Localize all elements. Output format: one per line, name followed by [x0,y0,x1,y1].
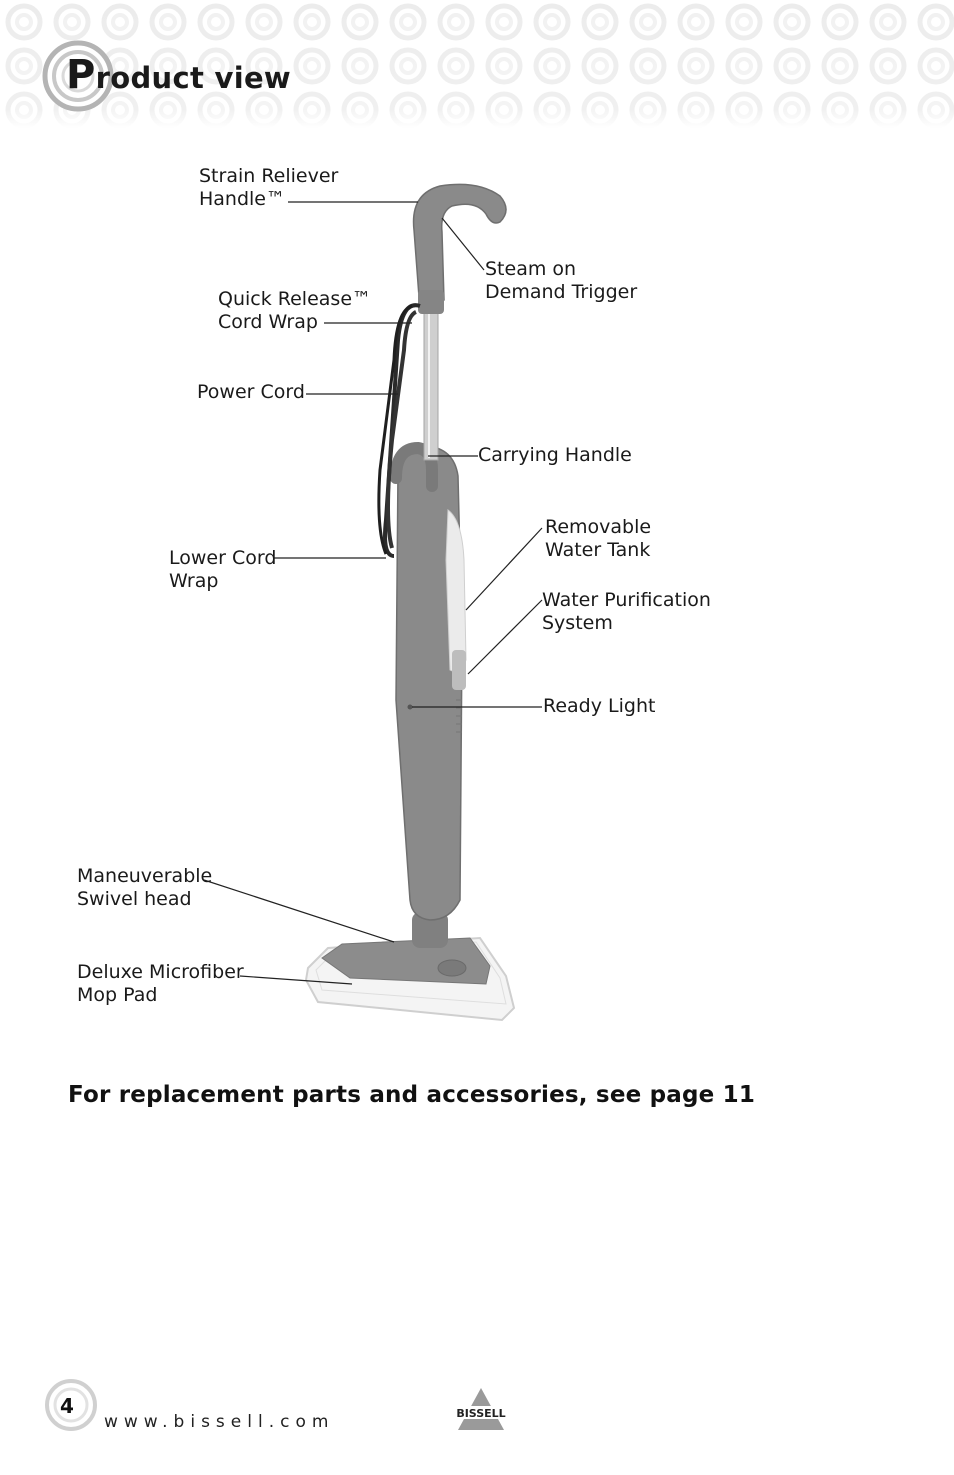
label-deluxe-microfiber-mop-pad: Deluxe Microfiber Mop Pad [77,961,244,1006]
label-steam-on-demand-trigger: Steam on Demand Trigger [485,258,638,303]
page-title: Product view [66,52,291,98]
swivel-joint [412,912,448,948]
website-url: www.bissell.com [104,1412,335,1432]
label-quick-release-cord-wrap: Quick Release™ Cord Wrap [218,288,372,333]
leader-lines [203,201,543,985]
label-maneuverable-swivel-head: Maneuverable Swivel head [77,865,213,910]
header-pattern [0,0,954,128]
shaft [423,299,439,461]
label-water-purification-system: Water Purification System [542,589,711,634]
label-removable-water-tank: Removable Water Tank [545,516,652,561]
label-ready-light: Ready Light [543,695,656,717]
page-number-swirl-icon [44,1378,98,1432]
swirl-pattern-icon [0,0,954,128]
label-lower-cord-wrap: Lower Cord Wrap [169,547,277,592]
water-tank [445,509,467,673]
title-initial: P [66,52,96,98]
product-diagram [203,183,543,1022]
carrying-handle [390,441,438,492]
label-power-cord: Power Cord [197,381,305,403]
label-strain-reliever-handle: Strain Reliever Handle™ [199,165,339,210]
replacement-parts-note: For replacement parts and accessories, s… [68,1082,756,1108]
strain-reliever-handle [412,183,507,312]
bissell-logo: BISSELL [446,1386,516,1434]
logo-text: BISSELL [456,1407,505,1420]
label-carrying-handle: Carrying Handle [478,444,632,466]
page-number: 4 [60,1394,74,1418]
title-text: roduct view [95,61,292,95]
